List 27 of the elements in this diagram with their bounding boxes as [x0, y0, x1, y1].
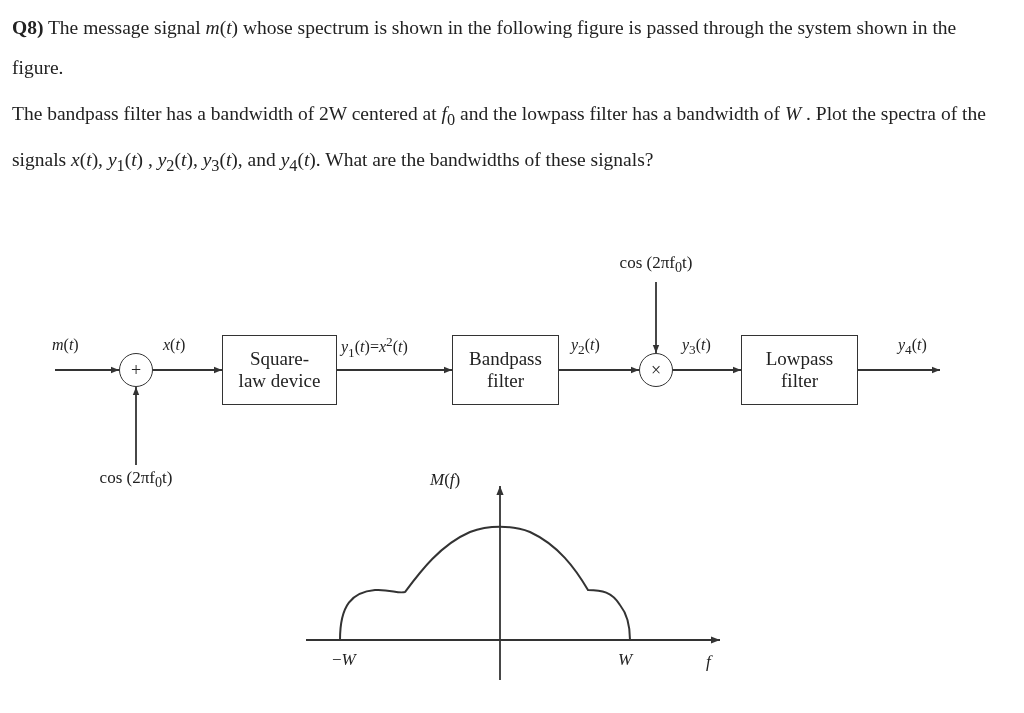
- edge-label: x(t): [163, 336, 186, 354]
- multiplier-circle: ×: [639, 353, 673, 387]
- edge-label: m(t): [52, 336, 79, 354]
- adder-circle: +: [119, 353, 153, 387]
- arrow: [857, 366, 941, 374]
- process-box: Bandpass filter: [452, 335, 559, 405]
- arrow: [652, 281, 660, 354]
- edge-label: y$_{1}$(t)=x$^{2}$(t): [341, 334, 408, 361]
- arrow: [672, 366, 742, 374]
- edge-label: y$_{4}$(t): [898, 336, 927, 359]
- axis-label: M(f): [430, 470, 461, 490]
- process-box: Lowpass filter: [741, 335, 858, 405]
- arrow: [54, 366, 120, 374]
- arrow: [558, 366, 640, 374]
- tick-label: −W: [332, 650, 356, 670]
- question-text: The bandpass filter has a bandwidth of 2W centered at f$_{0}$ and the lowpass filter has a bandwidth of W . Plot the spectra of the signals x(t), y$_{1}$(t) , y$_{2}$(t), y$_{3}$(t), and y$_{4}$(t). What are the bandwidths of these signals?: [12, 102, 987, 177]
- axis-label: f: [706, 652, 711, 672]
- signal-label: cos (2πf$_{0}$t): [598, 253, 714, 279]
- arrow: [336, 366, 453, 374]
- arrow: [132, 386, 140, 466]
- tick-label: W: [618, 650, 633, 670]
- arrow: [152, 366, 223, 374]
- signal-label: cos (2πf$_{0}$t): [78, 468, 194, 494]
- edge-label: y$_{3}$(t): [682, 336, 711, 359]
- process-box: Square-law device: [222, 335, 337, 405]
- question-text: Q8) The message signal m(t) whose spectrum is shown in the following figure is passed through the system shown in the figure.: [12, 16, 958, 80]
- edge-label: y$_{2}$(t): [571, 336, 600, 359]
